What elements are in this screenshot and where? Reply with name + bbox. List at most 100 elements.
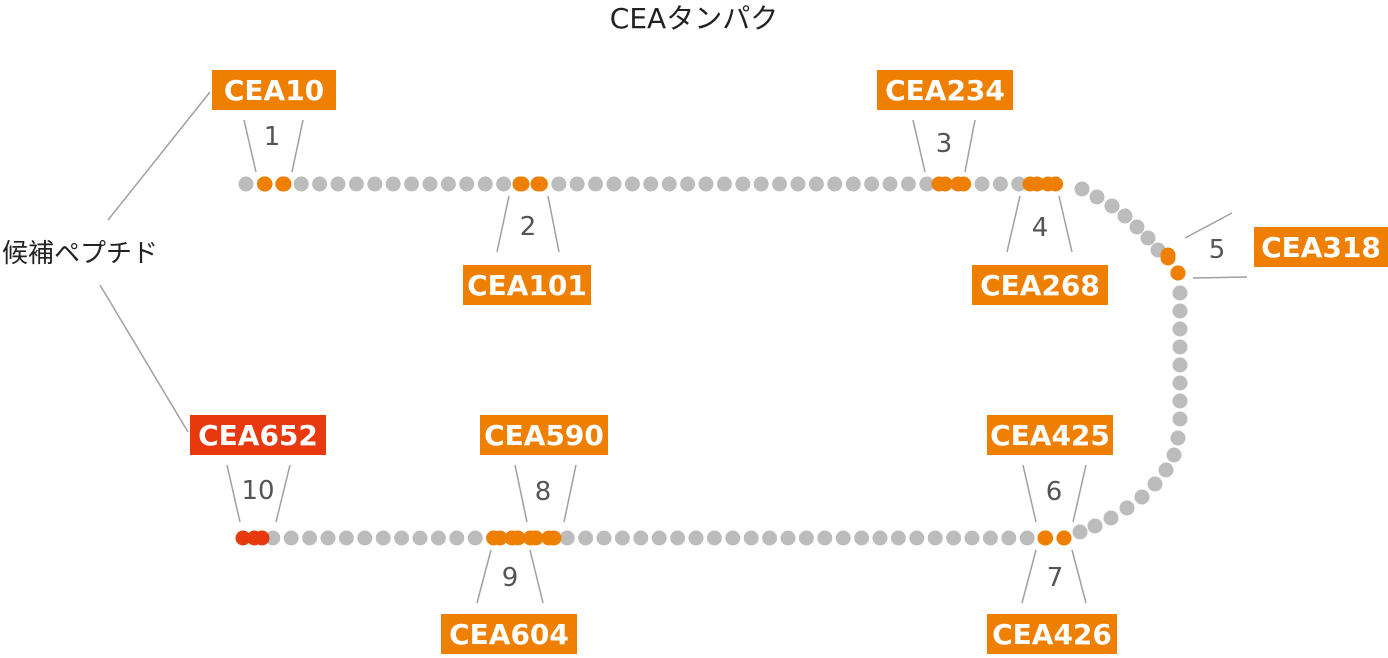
residue-dot — [459, 176, 475, 192]
leader-line — [1072, 464, 1087, 523]
peptide-label: CEA590 — [484, 419, 604, 452]
highlighted-residue-red — [235, 530, 251, 546]
residue-dot — [854, 530, 870, 546]
residue-dot — [1119, 500, 1135, 516]
residue-dot — [551, 176, 567, 192]
residue-dot — [412, 530, 428, 546]
residue-dot — [1129, 219, 1145, 235]
residue-dot — [1072, 524, 1088, 540]
residue-dot — [1117, 208, 1133, 224]
residue-dot — [919, 176, 935, 192]
diagram-title: CEAタンパク — [610, 2, 778, 35]
residue-dot — [964, 530, 980, 546]
leader-line — [964, 119, 976, 173]
highlighted-residue — [257, 176, 273, 192]
residue-dot — [430, 530, 446, 546]
residue-dot — [772, 176, 788, 192]
residue-dot — [651, 530, 667, 546]
leader-line — [529, 549, 544, 604]
peptide-annotation-5: 5 CEA318 — [1184, 212, 1388, 279]
residue-dot — [588, 176, 604, 192]
residue-dot — [1147, 476, 1163, 492]
residue-dot — [1158, 462, 1174, 478]
peptide-label: CEA604 — [449, 618, 569, 651]
leader-line — [476, 549, 492, 604]
leader-line — [226, 464, 241, 523]
residue-dot — [890, 530, 906, 546]
leader-line — [275, 464, 291, 523]
residue-dot — [790, 176, 806, 192]
residue-dot — [780, 530, 796, 546]
peptide-number: 1 — [264, 122, 281, 152]
residue-dot — [808, 176, 824, 192]
residue-dot — [293, 176, 309, 192]
residue-dot — [449, 530, 465, 546]
highlighted-residue — [1160, 247, 1176, 263]
leader-line — [547, 195, 560, 253]
peptide-label: CEA318 — [1261, 231, 1381, 264]
peptide-label-box — [987, 614, 1117, 654]
residue-dot — [835, 530, 851, 546]
leader-line — [496, 195, 510, 253]
residue-dot — [1166, 447, 1182, 463]
residue-dot — [798, 530, 814, 546]
leader-line — [514, 464, 528, 523]
peptide-number: 8 — [535, 477, 552, 507]
highlighted-residue — [512, 176, 528, 192]
highlighted-residue — [546, 530, 562, 546]
candidate-leader-bottom — [99, 284, 189, 433]
residue-dot — [404, 176, 420, 192]
residue-dot — [1172, 339, 1188, 355]
residue-dot — [614, 530, 630, 546]
peptide-number: 9 — [502, 563, 519, 593]
residue-dot — [1170, 430, 1186, 446]
residue-dot — [624, 176, 640, 192]
peptide-label: CEA101 — [467, 269, 587, 302]
residue-dot — [1134, 489, 1150, 505]
peptide-annotation-1: 1 CEA10 — [212, 70, 336, 173]
peptide-annotation-8: 8 CEA590 — [480, 415, 608, 523]
peptide-label: CEA10 — [224, 74, 324, 107]
residue-dot — [735, 176, 751, 192]
residue-dot — [882, 176, 898, 192]
residue-dot — [596, 530, 612, 546]
residue-dot — [1104, 198, 1120, 214]
residue-dot — [698, 176, 714, 192]
leader-line — [1192, 276, 1248, 279]
residue-dot — [900, 176, 916, 192]
residue-dot — [992, 176, 1008, 192]
residue-dot — [688, 530, 704, 546]
residue-dot — [1140, 230, 1156, 246]
residue-dot — [1172, 393, 1188, 409]
peptide-label-box — [987, 415, 1113, 455]
residue-dot — [330, 176, 346, 192]
residue-dot — [946, 530, 962, 546]
residue-dot — [1089, 189, 1105, 205]
protein-chain — [235, 176, 1188, 546]
peptide-number: 5 — [1209, 235, 1226, 265]
residue-dot — [394, 530, 410, 546]
residue-dot — [1074, 181, 1090, 197]
leader-line — [563, 464, 577, 523]
peptide-label: CEA652 — [198, 419, 318, 452]
highlighted-residue-red — [254, 530, 270, 546]
residue-dot — [367, 176, 383, 192]
highlighted-residue — [528, 530, 544, 546]
highlighted-residue — [931, 176, 947, 192]
peptide-label-box — [441, 614, 577, 654]
residue-dot — [1172, 375, 1188, 391]
peptide-label: CEA268 — [980, 269, 1100, 302]
peptide-label-box — [877, 70, 1013, 110]
candidate-peptide-group: 候補ペプチド — [2, 91, 211, 433]
residue-dot — [716, 176, 732, 192]
residue-dot — [338, 530, 354, 546]
leader-line — [1006, 195, 1021, 253]
residue-dot — [633, 530, 649, 546]
